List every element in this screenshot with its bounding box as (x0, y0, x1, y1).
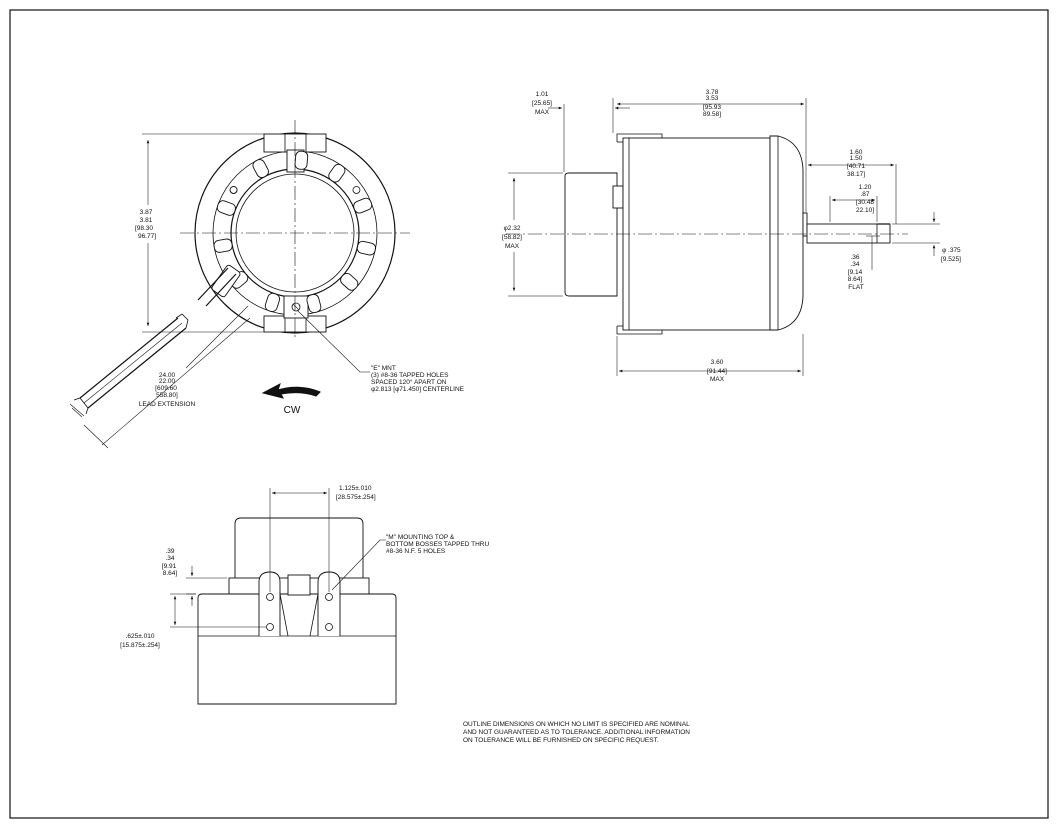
bottom-height-dim-min: .34 (165, 555, 174, 562)
e-mount-note-2: (3) #8-36 TAPPED HOLES (371, 372, 449, 379)
m-mount-note-3: #8-36 N.F. 5 HOLES (386, 548, 446, 555)
m-mount-hole-1 (266, 593, 274, 601)
bottom-view: 1.125±.010 [28.575±.254] .39 .34 [9.91 8… (120, 485, 489, 705)
vent-slots (213, 150, 376, 314)
diameter-dim-max: MAX (505, 243, 520, 250)
body-dim-mm: [91.44] (707, 368, 727, 375)
overall-dim-mm-min: 89.58] (703, 111, 721, 118)
overall-dim-min: 3.53 (706, 95, 719, 102)
e-mount-note-4: φ2.813 [φ71.450] CENTERLINE (371, 386, 465, 393)
spacing-dim-mm: [28.575±.254] (336, 494, 376, 501)
front-height-dim-mm-max: [98.30 (135, 225, 153, 232)
m-mount-note-1: "M" MOUNTING TOP & (386, 534, 455, 541)
lead-dim-min: 22.00 (159, 378, 176, 385)
offset-dim: .625±.010 (126, 633, 155, 640)
lead-wire (69, 264, 241, 418)
shaft-dim-min: 1.50 (850, 155, 863, 162)
offset-dim-mm: [15.875±.254] (120, 642, 160, 649)
vent-slot (264, 292, 281, 312)
footnote-line-2: AND NOT GUARANTEED AS TO TOLERANCE. ADDI… (463, 729, 690, 736)
spacing-dim: 1.125±.010 (339, 485, 372, 492)
lead-extension-label: LEAD EXTENSION (139, 401, 196, 408)
m-mount-hole-4 (325, 623, 333, 631)
rotation-label: CW (284, 405, 301, 416)
shaft-dim-mm-min: 38.17] (847, 171, 865, 178)
vent-slot (328, 163, 346, 183)
m-mount-note-2: BOTTOM BOSSES TAPPED THRU (386, 541, 489, 548)
vent-slot (294, 150, 309, 170)
vent-slot (356, 240, 376, 256)
overall-dim-mm-max: [95.93 (703, 104, 721, 111)
bottom-height-dim-mm-min: 8.64] (163, 570, 178, 577)
vent-slot (252, 159, 269, 178)
front-height-dim-min: 3.81 (140, 217, 153, 224)
vent-slot (213, 238, 233, 253)
bottom-motor-body (197, 593, 397, 705)
vent-slot (216, 200, 236, 216)
m-mount-hole-3 (266, 623, 274, 631)
body-dim-max: MAX (710, 376, 725, 383)
flat-dim-mm-min: 8.64] (848, 276, 863, 283)
front-height-dim-max: 3.87 (140, 209, 153, 216)
flat-length-dim-min: .87 (860, 191, 869, 198)
bottom-end-cap (234, 517, 364, 578)
body-dim: 3.60 (711, 359, 724, 366)
flange-dim-mm: [25.65] (532, 100, 552, 107)
diameter-dim: φ2.32 (504, 225, 521, 232)
flat-length-dim-max: 1.20 (859, 184, 872, 191)
bottom-height-dim-max: .39 (165, 548, 174, 555)
front-height-dim-mm-min: 96.77] (138, 233, 156, 240)
vent-slot (340, 272, 359, 291)
flat-length-dim-mm-max: [30.48 (856, 199, 874, 206)
diameter-dim-mm: [58.82] (502, 234, 522, 241)
side-shaft (806, 223, 891, 244)
footnote-line-3: ON TOLERANCE WILL BE FURNISHED ON SPECIF… (463, 737, 659, 744)
shaft-diameter-dim-mm: [9.525] (941, 256, 961, 263)
lead-dim-mm-min: 558.80] (156, 392, 178, 399)
e-mount-note-3: SPACED 120° APART ON (371, 378, 447, 386)
flat-dim-min: .34 (850, 261, 859, 268)
overall-dim-max: 3.78 (706, 89, 719, 96)
side-endbell (564, 172, 618, 297)
shaft-dim-max: 1.60 (850, 149, 863, 156)
lead-dim-max: 24.00 (159, 372, 176, 379)
sheet-border (9, 9, 1049, 819)
footnote-line-1: OUTLINE DIMENSIONS ON WHICH NO LIMIT IS … (463, 721, 690, 728)
flat-dim-mm-max: [9.14 (848, 269, 863, 276)
m-mount-hole-2 (325, 593, 333, 601)
flat-label: FLAT (848, 284, 863, 291)
flat-length-dim-mm-min: 22.10] (856, 207, 874, 214)
vent-slot (353, 197, 373, 214)
side-view: 1.01 [25.65] MAX 3.78 3.53 [95.93 89.58]… (502, 89, 961, 383)
vent-slot (306, 293, 322, 314)
e-mount-note-1: "E" MNT (371, 365, 396, 372)
mount-hole-left (229, 186, 238, 194)
lead-dim-mm-max: [609.60 (155, 385, 177, 392)
tolerance-footnote: OUTLINE DIMENSIONS ON WHICH NO LIMIT IS … (463, 721, 690, 744)
mount-hole-upper-right (352, 186, 361, 194)
flange-dim: 1.01 (536, 91, 549, 98)
bottom-height-dim-mm-max: [9.91 (162, 563, 177, 570)
flat-dim-max: .36 (850, 254, 859, 261)
shaft-dim-mm-max: [40.71 (847, 163, 865, 170)
front-view: 3.87 3.81 [98.30 96.77] 24.00 22.00 [609… (69, 120, 465, 449)
e-mount-hole (291, 302, 301, 312)
rotation-arrow-icon (261, 382, 321, 399)
shaft-diameter-dim: φ .375 (942, 247, 961, 254)
flange-dim-max: MAX (535, 109, 550, 116)
